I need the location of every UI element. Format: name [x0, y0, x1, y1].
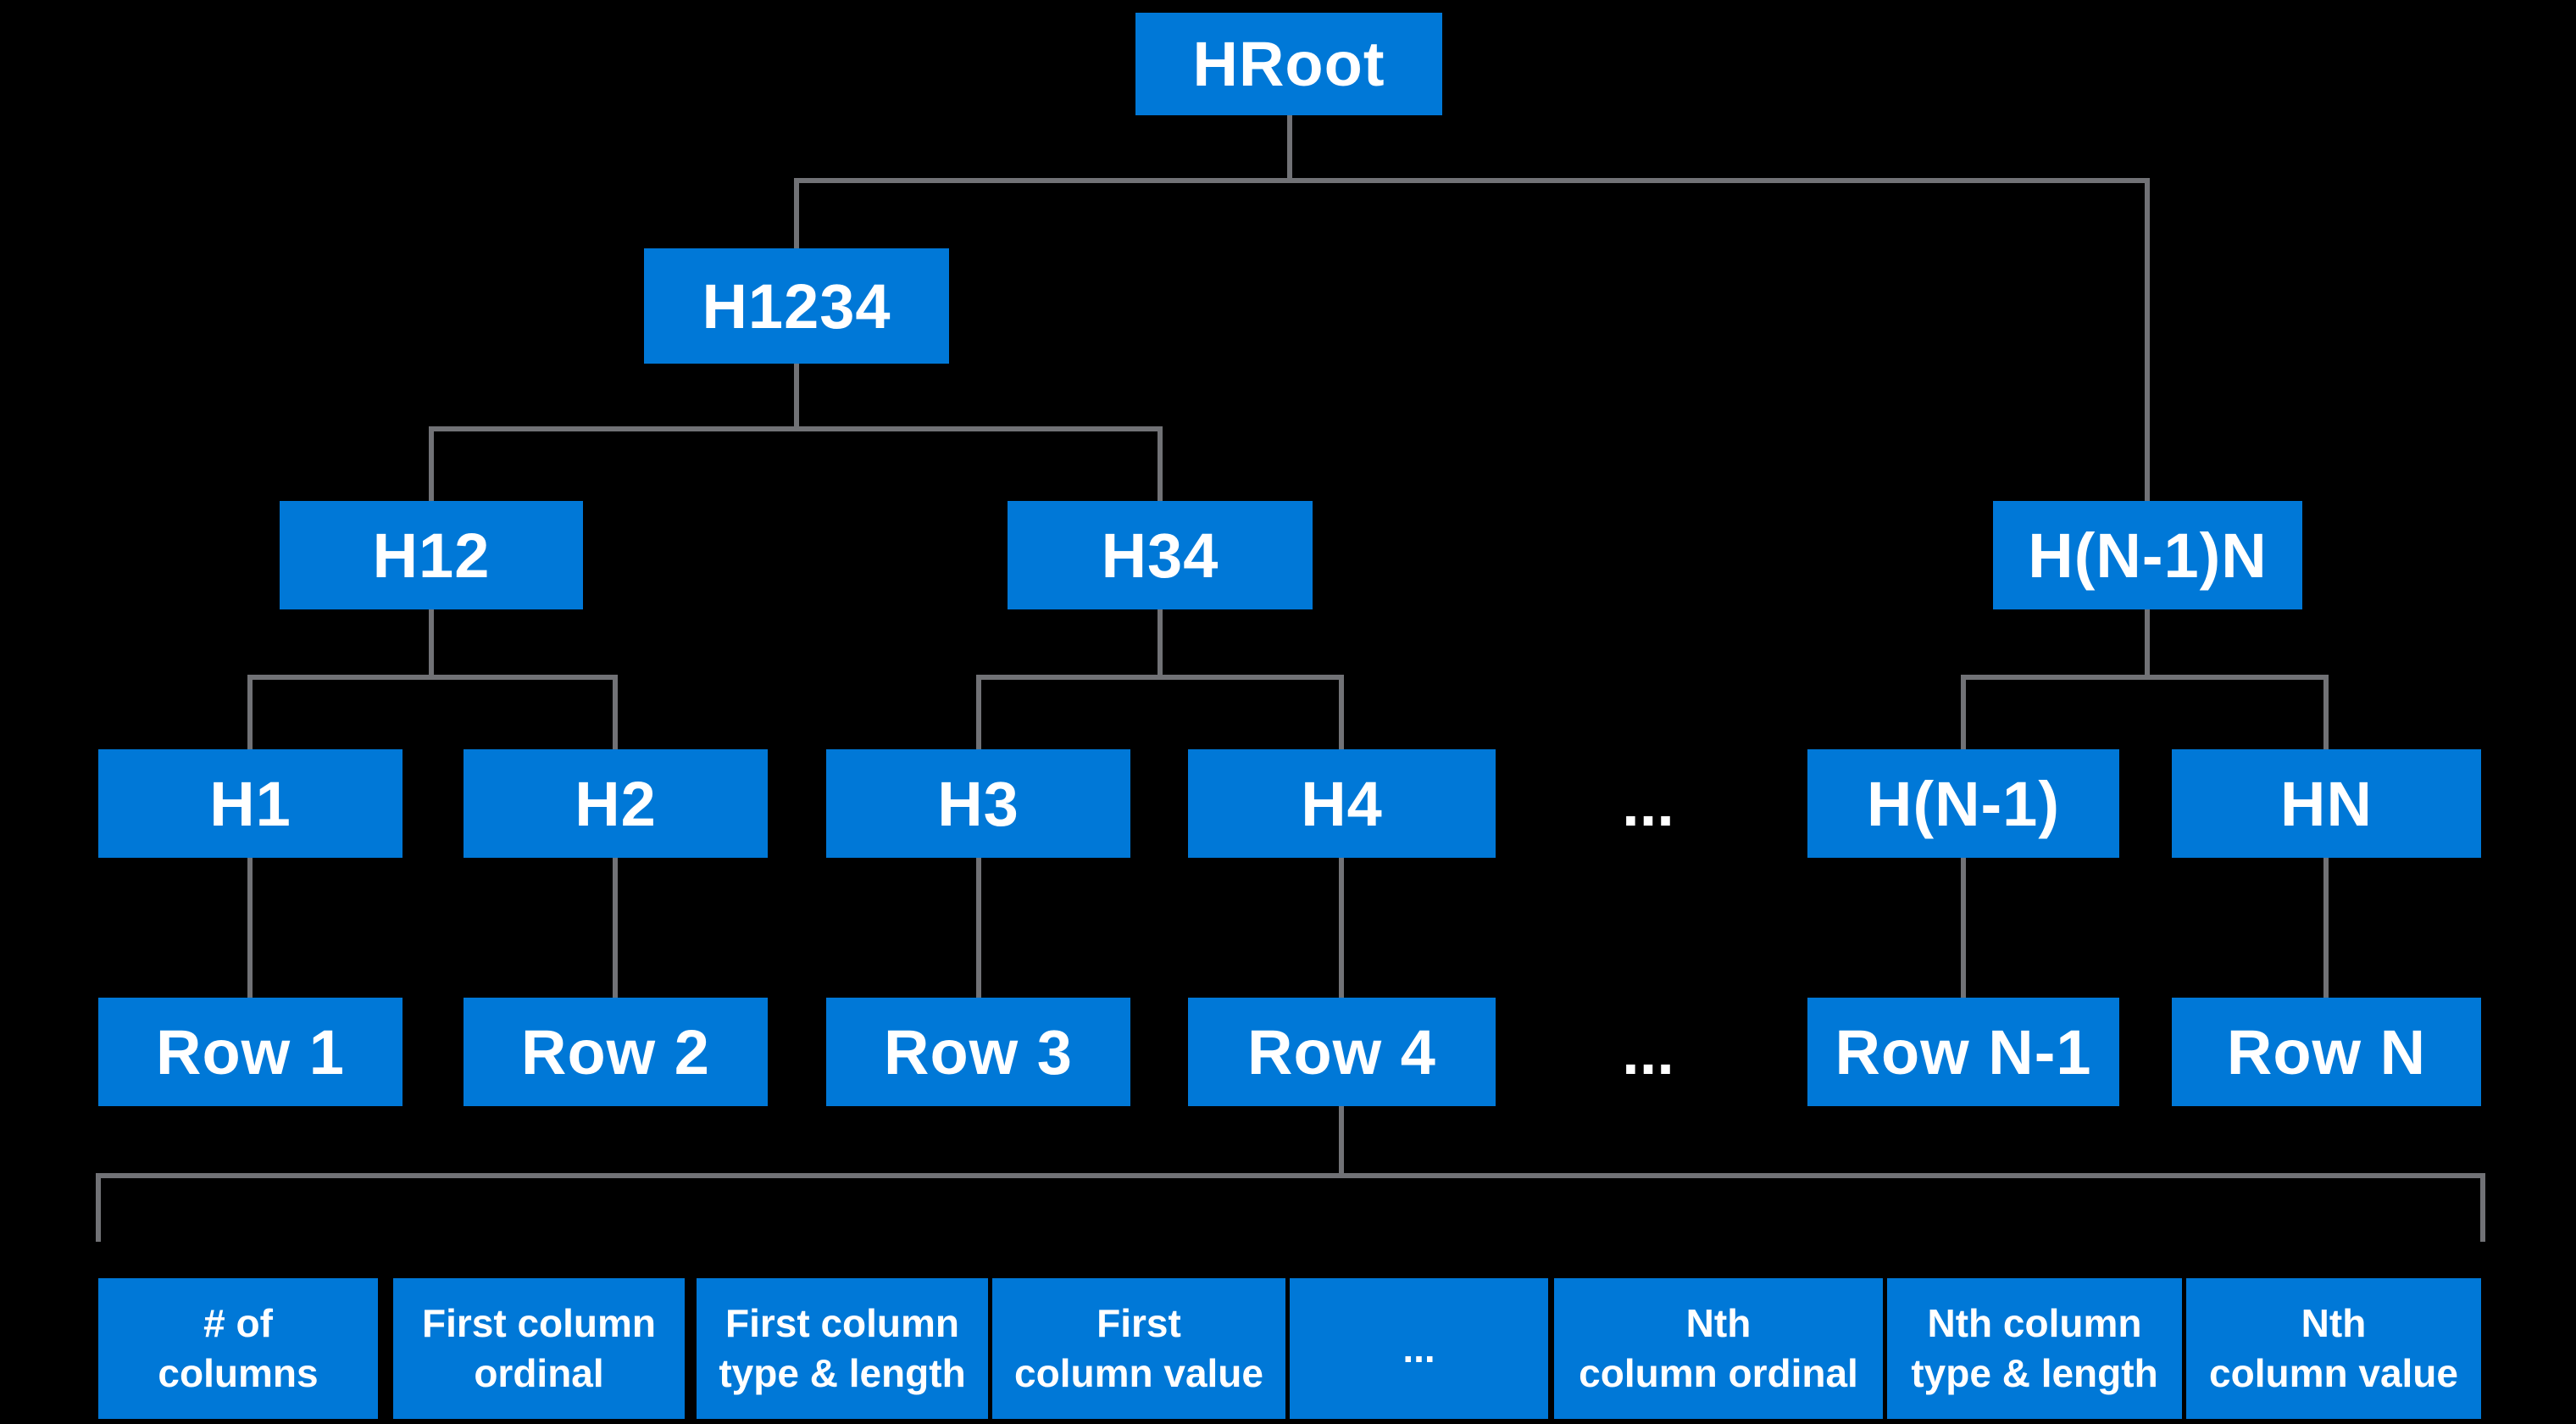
connector-line [976, 675, 1344, 680]
node-hn: HN [2172, 749, 2481, 858]
record-field-nth-value: Nth column value [2186, 1278, 2481, 1419]
connector-line [794, 178, 799, 251]
record-field-num-columns: # of columns [98, 1278, 378, 1419]
node-rown-1: Row N-1 [1807, 998, 2119, 1106]
node-hn-1: H(N-1) [1807, 749, 2119, 858]
connector-line [247, 675, 253, 753]
record-field-nth-ordinal: Nth column ordinal [1554, 1278, 1883, 1419]
node-h34: H34 [1008, 501, 1313, 609]
connector-line [247, 675, 618, 680]
connector-line [613, 675, 618, 753]
connector-line [96, 1173, 2485, 1178]
node-h1: H1 [98, 749, 402, 858]
node-row3: Row 3 [826, 998, 1130, 1106]
connector-line [429, 609, 434, 680]
connector-line [1961, 675, 2329, 680]
node-hroot: HRoot [1135, 13, 1442, 115]
record-field-nth-type-length: Nth column type & length [1887, 1278, 2182, 1419]
connector-line [1158, 609, 1163, 680]
node-h2: H2 [464, 749, 768, 858]
node-rown: Row N [2172, 998, 2481, 1106]
connector-line [2323, 858, 2329, 999]
node-h4: H4 [1188, 749, 1496, 858]
connector-line [1339, 1106, 1344, 1178]
record-field-first-value: First column value [992, 1278, 1285, 1419]
connector-line [1158, 426, 1163, 504]
connector-line [976, 858, 981, 999]
row-level-ellipsis: ... [1622, 1016, 1674, 1087]
node-row4: Row 4 [1188, 998, 1496, 1106]
connector-line [247, 858, 253, 999]
connector-line [794, 178, 2150, 183]
connector-line [1961, 675, 1966, 753]
connector-line [1339, 858, 1344, 999]
connector-line [1961, 858, 1966, 999]
connector-line [1339, 675, 1344, 753]
connector-line [2323, 675, 2329, 753]
connector-line [2480, 1173, 2485, 1242]
node-row2: Row 2 [464, 998, 768, 1106]
node-h12: H12 [280, 501, 583, 609]
record-field-first-type-length: First column type & length [697, 1278, 988, 1419]
connector-line [2145, 178, 2150, 504]
node-row1: Row 1 [98, 998, 402, 1106]
connector-line [429, 426, 1163, 431]
hash-level-ellipsis: ... [1622, 768, 1674, 839]
record-field-first-ordinal: First column ordinal [393, 1278, 685, 1419]
connector-line [2145, 609, 2150, 680]
record-field-ellipsis: ... [1290, 1278, 1548, 1419]
connector-line [1287, 115, 1292, 183]
connector-line [794, 363, 799, 431]
connector-line [613, 858, 618, 999]
connector-line [429, 426, 434, 504]
node-h3: H3 [826, 749, 1130, 858]
connector-line [976, 675, 981, 753]
node-h1234: H1234 [644, 248, 949, 364]
connector-line [96, 1173, 101, 1242]
node-hn1n: H(N-1)N [1993, 501, 2302, 609]
